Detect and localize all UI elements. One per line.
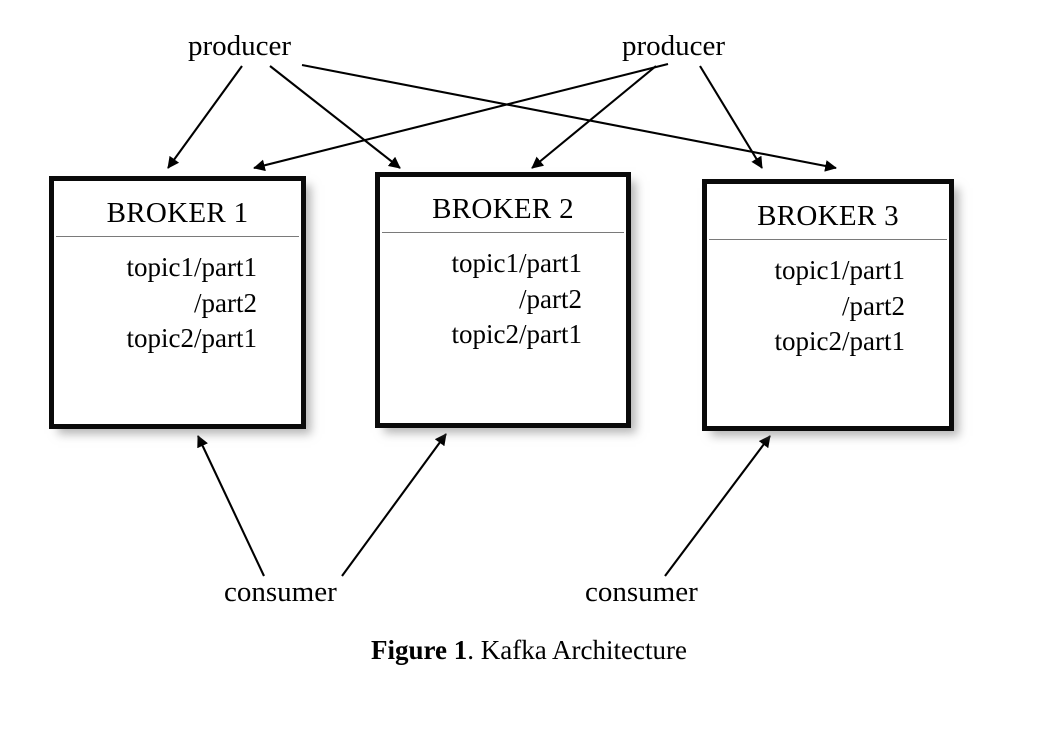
broker-3-partition-1: /part2 — [842, 290, 905, 321]
consumer-2-label: consumer — [585, 576, 698, 608]
broker-1-partitions: topic1/part1 /part2 topic2/part1 — [54, 237, 301, 357]
broker-2-box[interactable]: BROKER 2 topic1/part1 /part2 topic2/part… — [375, 172, 631, 428]
broker-1-partition-0: topic1/part1 — [126, 252, 257, 282]
broker-2-title: BROKER 2 — [432, 193, 574, 225]
edge-producer2-broker3 — [699, 65, 763, 169]
producer-1-label: producer — [188, 30, 292, 62]
broker-1-partition-1: /part2 — [194, 287, 257, 318]
producer-2-label: producer — [622, 30, 726, 62]
consumer-1-label: consumer — [224, 576, 337, 608]
edge-producer1-broker3 — [301, 63, 837, 172]
edge-producer1-broker1 — [167, 65, 243, 169]
broker-3-partitions: topic1/part1 /part2 topic2/part1 — [707, 240, 949, 360]
broker-2-partition-0: topic1/part1 — [451, 248, 582, 278]
edge-consumer1-broker2 — [341, 433, 447, 577]
broker-2-partition-2: topic2/part1 — [451, 319, 582, 350]
edge-producer2-broker1 — [253, 62, 669, 172]
broker-1-box[interactable]: BROKER 1 topic1/part1 /part2 topic2/part… — [49, 176, 306, 429]
broker-1-title: BROKER 1 — [106, 197, 249, 229]
edge-producer1-broker2 — [269, 65, 401, 169]
figure-caption-number: Figure 1 — [371, 635, 468, 665]
broker-2-divider — [382, 232, 624, 233]
edge-consumer2-broker3 — [664, 435, 771, 577]
broker-1-divider — [56, 236, 299, 237]
broker-2-partitions: topic1/part1 /part2 topic2/part1 — [380, 233, 626, 353]
broker-3-divider — [709, 239, 947, 240]
broker-1-partition-2: topic2/part1 — [126, 323, 257, 354]
broker-3-title: BROKER 3 — [757, 200, 899, 232]
edge-consumer1-broker1 — [197, 435, 265, 577]
broker-3-partition-0: topic1/part1 — [774, 255, 905, 285]
broker-3-partition-2: topic2/part1 — [774, 326, 905, 357]
figure-caption-text: . Kafka Architecture — [467, 635, 687, 665]
broker-2-partition-1: /part2 — [519, 283, 582, 314]
broker-3-box[interactable]: BROKER 3 topic1/part1 /part2 topic2/part… — [702, 179, 954, 431]
figure-caption: Figure 1. Kafka Architecture — [0, 637, 1058, 664]
edge-producer2-broker2 — [531, 65, 657, 169]
